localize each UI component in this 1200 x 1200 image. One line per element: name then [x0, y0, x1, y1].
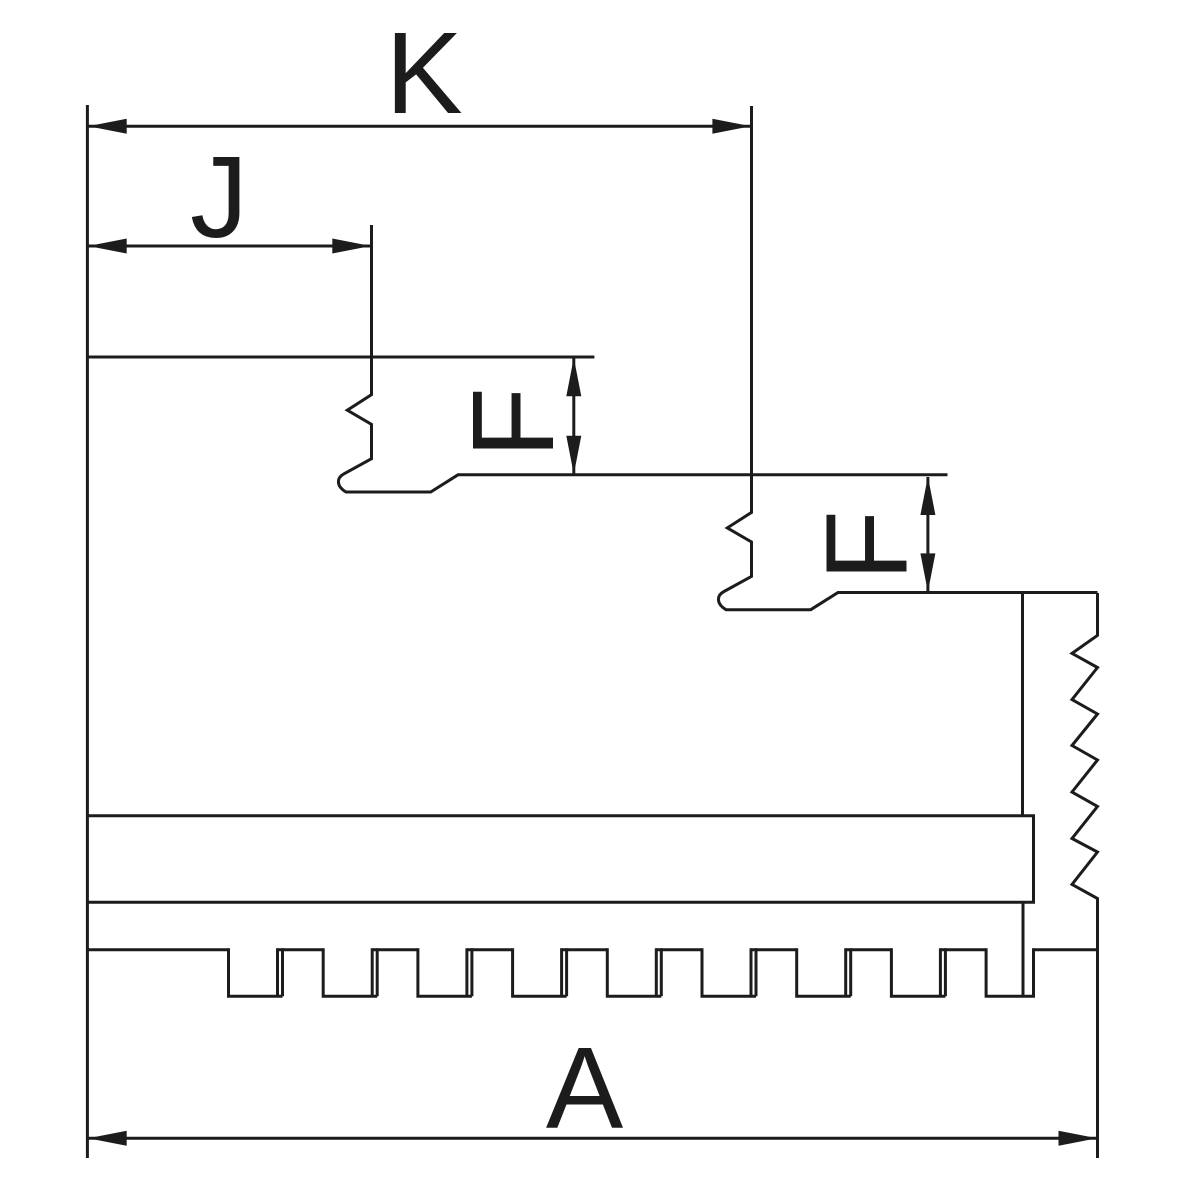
svg-text:F: F [448, 387, 578, 458]
svg-text:K: K [385, 8, 462, 138]
svg-text:J: J [190, 132, 248, 262]
svg-text:F: F [801, 510, 931, 581]
svg-text:A: A [546, 1023, 624, 1153]
